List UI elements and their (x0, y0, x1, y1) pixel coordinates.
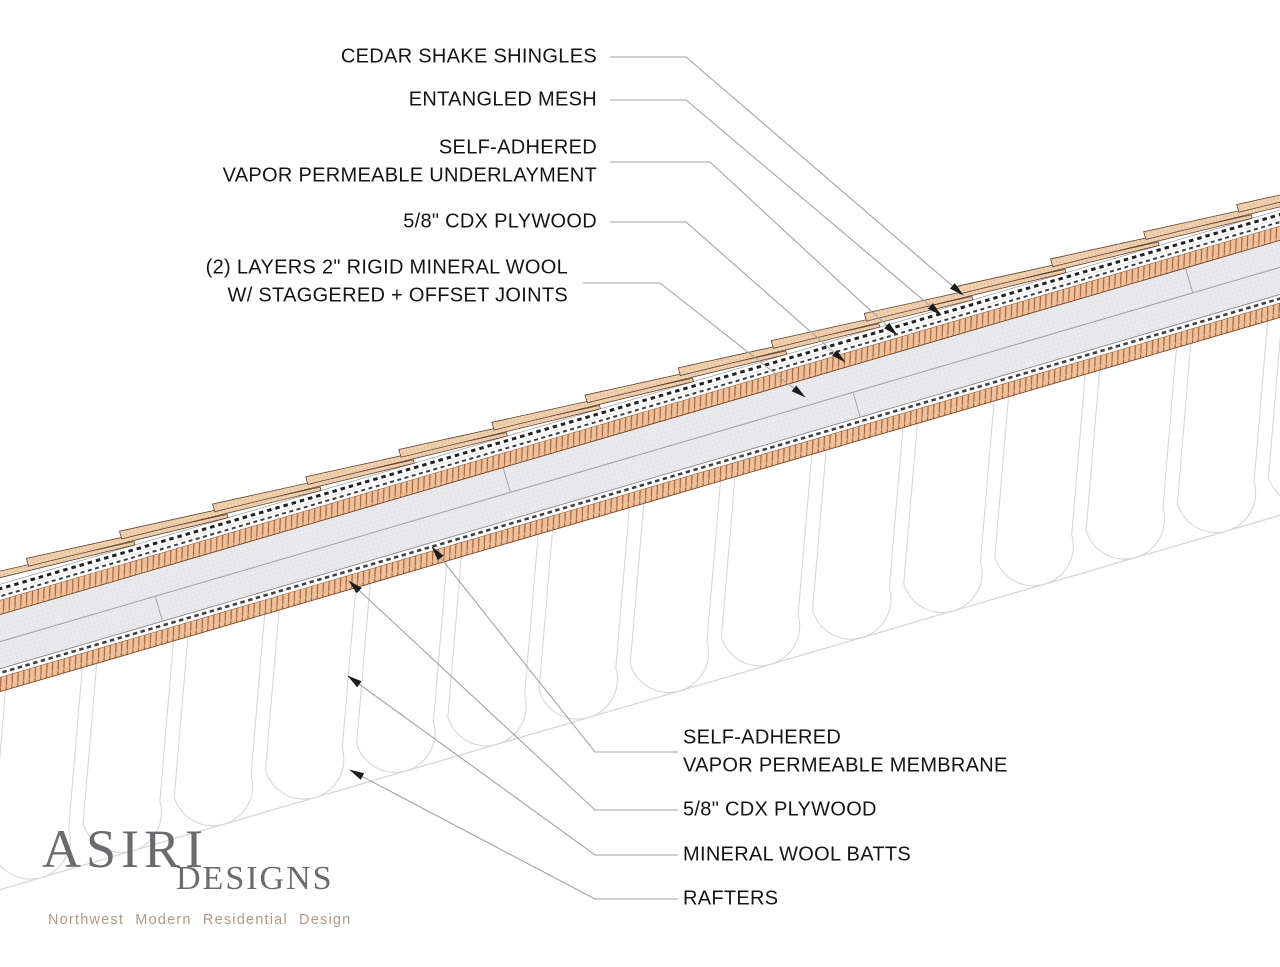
asiri-designs-logo: ASIRI DESIGNS Northwest Modern Residenti… (42, 819, 351, 928)
wool-joint-upper (502, 467, 511, 493)
leader-mineral-wool-batts (347, 675, 678, 856)
logo-brand-suffix-text: DESIGNS (176, 860, 334, 897)
cedar-shake-shingles-layer (0, 159, 1280, 594)
label-rafters: RAFTERS (683, 887, 778, 909)
leader-plywood-upper (610, 221, 846, 363)
roof-assembly-section (0, 159, 1280, 899)
leader-rigid-mineral-wool (583, 282, 806, 398)
label-underlayment-line2: VAPOR PERMEABLE UNDERLAYMENT (223, 164, 597, 186)
leader-lines (347, 56, 964, 900)
batt-loop (1267, 294, 1280, 507)
leader-plywood-lower (348, 580, 678, 811)
label-plywood-lower: 5/8" CDX PLYWOOD (683, 798, 877, 820)
wool-joint-lower (154, 596, 163, 622)
leader-underlayment (610, 161, 898, 336)
leader-entangled-mesh (610, 99, 942, 316)
wool-joint-upper (1185, 267, 1194, 294)
label-rigid-wool-line1: (2) LAYERS 2" RIGID MINERAL WOOL (206, 256, 568, 278)
label-entangled-mesh: ENTANGLED MESH (409, 88, 597, 110)
label-plywood-upper: 5/8" CDX PLYWOOD (403, 210, 597, 232)
logo-brand-text: ASIRI (42, 819, 208, 879)
leader-membrane (431, 546, 678, 753)
wool-joint-lower (852, 392, 861, 418)
leader-rafters (349, 769, 678, 900)
label-underlayment-line1: SELF-ADHERED (439, 136, 597, 158)
label-membrane-line2: VAPOR PERMEABLE MEMBRANE (683, 754, 1008, 776)
membrane-dash-hatch (0, 264, 1280, 683)
label-cedar-shake-shingles: CEDAR SHAKE SHINGLES (341, 45, 597, 67)
mesh-top-edge (0, 183, 1280, 600)
leader-cedar-shake-shingles (610, 56, 964, 296)
wool-staggered-joints (154, 267, 1194, 622)
underlayment-dash-hatch (0, 194, 1280, 612)
label-mineral-wool-batts: MINERAL WOOL BATTS (683, 843, 911, 865)
underlayment-layer (0, 191, 1280, 615)
annotation-labels: CEDAR SHAKE SHINGLES ENTANGLED MESH SELF… (206, 45, 1008, 909)
label-rigid-wool-line2: W/ STAGGERED + OFFSET JOINTS (228, 284, 568, 306)
mesh-dash-hatch (0, 186, 1280, 606)
wool-layer-midline (0, 236, 1280, 653)
rafter-bottom-edge-line (0, 464, 1280, 899)
logo-tagline-text: Northwest Modern Residential Design (48, 912, 351, 928)
cedar-shake-shingle (1236, 159, 1280, 213)
label-membrane-line1: SELF-ADHERED (683, 726, 841, 748)
